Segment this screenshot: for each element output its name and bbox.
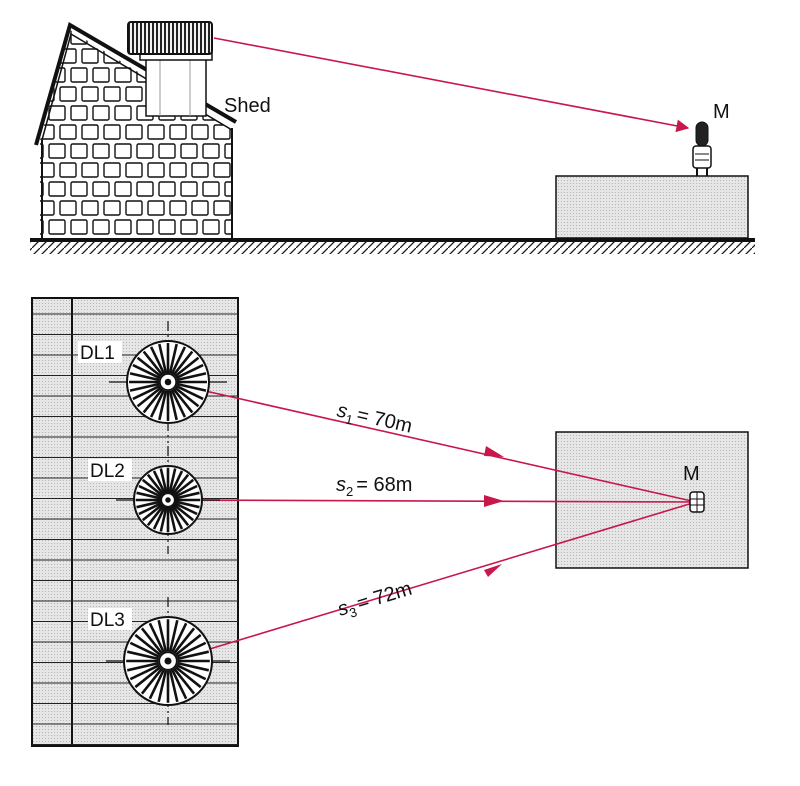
fan-label-dl2-group: DL2 bbox=[88, 459, 132, 482]
microphone-label-plan: M bbox=[683, 463, 700, 485]
fan-label-dl2: DL2 bbox=[90, 461, 125, 482]
fan-label-dl3-group: DL3 bbox=[88, 608, 132, 631]
arrow-dl3 bbox=[484, 564, 502, 577]
sound-path-dl1 bbox=[169, 382, 697, 503]
distance-label-s3: s3= 72m bbox=[335, 578, 415, 624]
sound-path-dl2 bbox=[169, 499, 697, 503]
measurement-platform-side bbox=[555, 175, 749, 239]
distance-label-s2: s2= 68m bbox=[336, 474, 412, 499]
arrow-dl1 bbox=[484, 446, 504, 457]
shed-label: Shed bbox=[224, 95, 271, 117]
ground-line bbox=[30, 238, 755, 254]
arrow-dl2 bbox=[484, 495, 504, 507]
roof-fan-dl1 bbox=[109, 321, 227, 443]
measurement-platform-plan bbox=[555, 431, 749, 569]
distance-label-s1: s1= 70m bbox=[334, 399, 414, 440]
fan-label-dl1-group: DL1 bbox=[78, 341, 122, 364]
plan-view: DL1 DL2 DL3 s1= 70m s2= 68m s3= 72m M bbox=[31, 297, 749, 747]
microphone-side-icon bbox=[692, 121, 712, 176]
microphone-label-side: M bbox=[713, 101, 730, 123]
roof-fan-dl3 bbox=[106, 597, 230, 725]
fan-label-dl3: DL3 bbox=[90, 610, 125, 631]
roof-fan-dl2 bbox=[116, 446, 220, 554]
roof-fan-side bbox=[127, 21, 213, 117]
microphone-plan-icon bbox=[689, 491, 705, 513]
fan-label-dl1: DL1 bbox=[80, 343, 115, 364]
roof-panel-lines bbox=[32, 313, 238, 745]
sound-path-side bbox=[213, 37, 690, 133]
sound-path-dl3 bbox=[169, 501, 697, 662]
side-view: Shed M bbox=[30, 21, 755, 254]
